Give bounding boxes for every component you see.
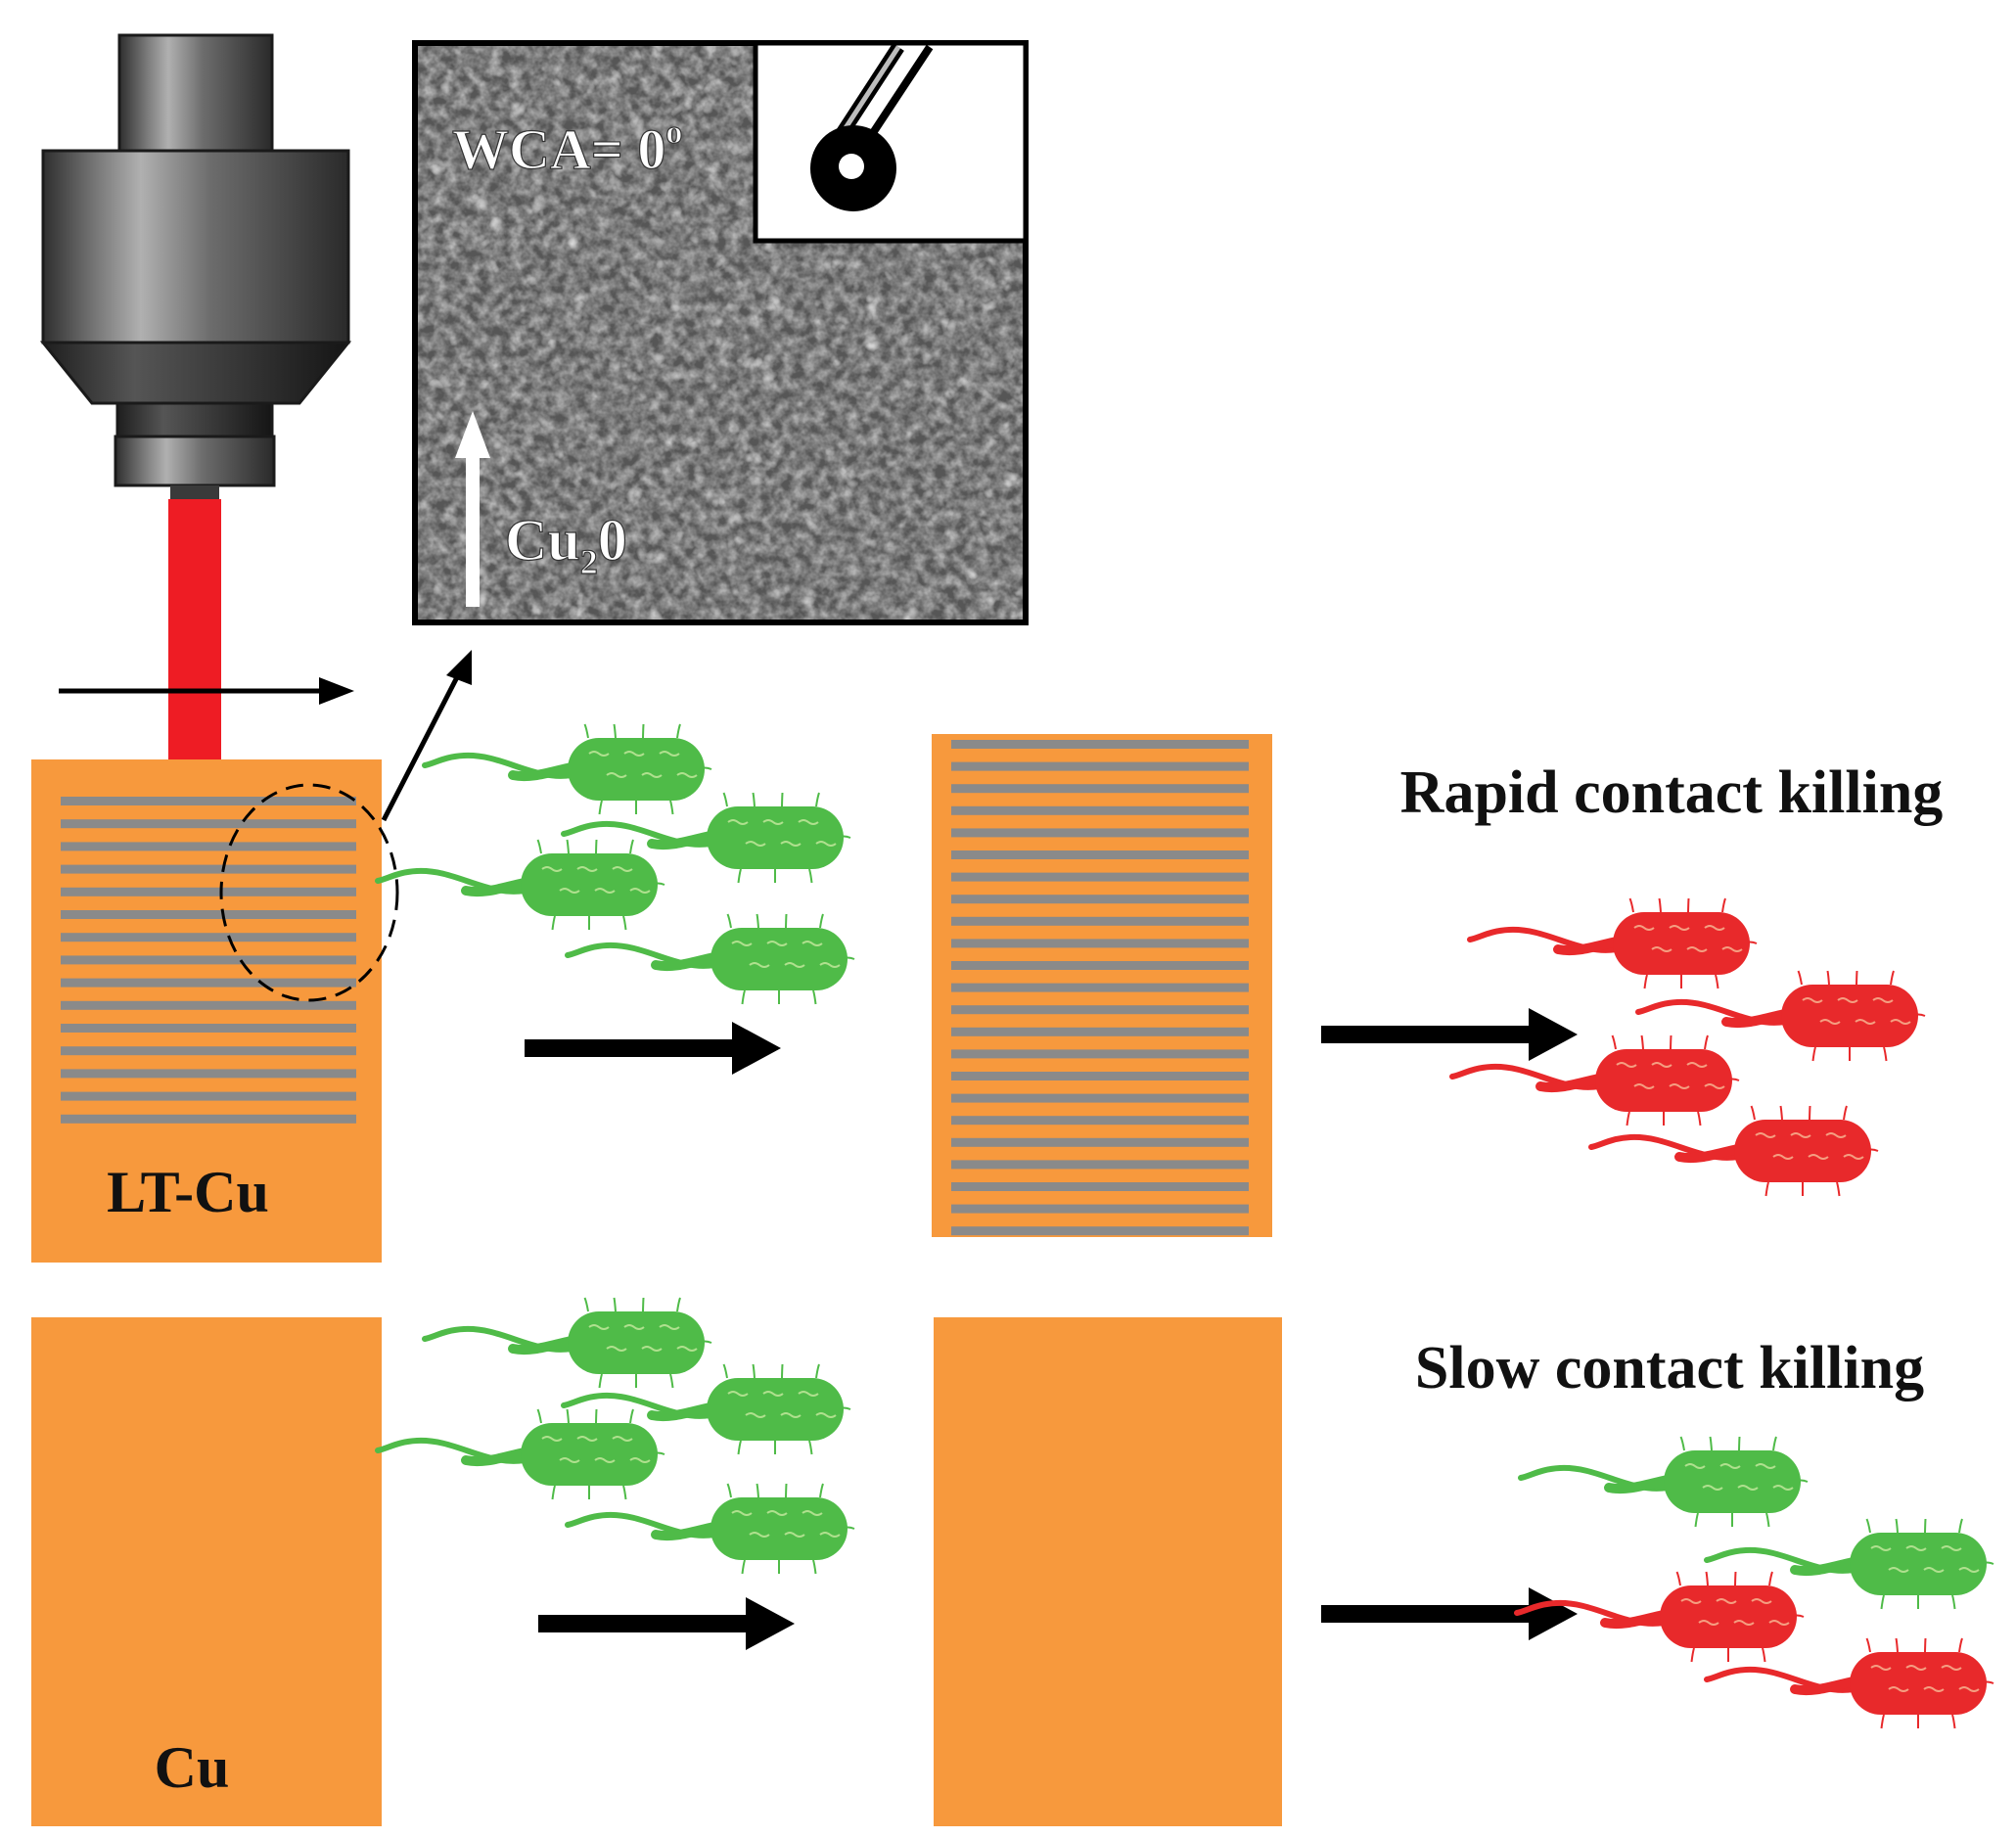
process-arrow-bottom-2 <box>1321 1587 1578 1640</box>
groove-line <box>61 1024 356 1033</box>
cu-label: Cu <box>155 1735 230 1800</box>
groove-line <box>61 933 356 942</box>
groove-line <box>951 916 1249 926</box>
groove-line <box>61 1069 356 1079</box>
groove-line <box>951 983 1249 992</box>
groove-line <box>61 1046 356 1056</box>
wca-degree-symbol: o <box>665 115 682 151</box>
groove-line <box>951 1072 1249 1080</box>
groove-line <box>951 761 1249 771</box>
groove-line <box>61 887 356 896</box>
process-arrow-top-2 <box>1321 1008 1578 1061</box>
live-bacterium <box>565 913 855 1005</box>
groove-line <box>951 740 1249 749</box>
live-bacterium <box>565 1483 855 1575</box>
dead-bacterium <box>1588 1105 1879 1197</box>
groove-line <box>61 978 356 988</box>
groove-line <box>951 1226 1249 1236</box>
dead-bacterium <box>1514 1571 1805 1663</box>
dead-bacterium <box>1449 1034 1740 1126</box>
lt-cu-label: LT-Cu <box>107 1160 269 1224</box>
laser-head <box>39 33 352 499</box>
groove-line <box>951 895 1249 904</box>
live-bacterium <box>561 792 851 884</box>
cu-plate-after <box>934 1317 1282 1826</box>
groove-line <box>951 1116 1249 1126</box>
process-arrow-top-1 <box>525 1022 781 1075</box>
live-bacterium <box>375 1408 665 1500</box>
groove-line <box>61 955 356 965</box>
live-bacterium <box>1518 1436 1809 1528</box>
lt-cu-grooves <box>61 797 356 1124</box>
oxide-growth-arrow <box>455 411 490 607</box>
dead-bacterium <box>1467 897 1758 989</box>
dead-bacteria-group-top <box>1449 897 1926 1197</box>
groove-line <box>61 819 356 829</box>
groove-line <box>951 872 1249 882</box>
live-bacterium <box>561 1363 851 1455</box>
live-bacteria-group-bottom <box>375 1297 855 1575</box>
groove-line <box>61 1091 356 1101</box>
process-arrow-bottom-1 <box>538 1597 795 1650</box>
groove-line <box>61 1114 356 1124</box>
live-bacterium <box>422 1297 712 1389</box>
groove-line <box>61 797 356 805</box>
laser-beam <box>168 499 221 804</box>
groove-line <box>951 850 1249 859</box>
slow-killing-label: Slow contact killing <box>1415 1335 1924 1401</box>
droplet-contact-image <box>753 40 1029 244</box>
groove-line <box>61 864 356 874</box>
oxide-label: Cu20 <box>505 508 627 581</box>
groove-line <box>951 1160 1249 1170</box>
groove-line <box>951 961 1249 970</box>
wca-label: WCA= 0o <box>452 115 682 181</box>
live-bacteria-group-top <box>375 723 855 1005</box>
groove-line <box>61 1000 356 1010</box>
cu-plate <box>31 1317 382 1826</box>
live-bacterium <box>1704 1518 1994 1610</box>
groove-line <box>61 910 356 919</box>
lt-cu-plate-after <box>932 734 1272 1237</box>
dead-bacterium <box>1635 970 1926 1062</box>
groove-line <box>951 1049 1249 1059</box>
groove-line <box>951 1027 1249 1036</box>
inset-pointer-arrow <box>381 650 472 822</box>
groove-line <box>951 1093 1249 1103</box>
scan-direction-arrow <box>59 677 354 705</box>
magnified-region-ellipse <box>219 783 399 1002</box>
groove-line <box>951 939 1249 948</box>
lt-cu-after-grooves <box>951 740 1249 1236</box>
groove-line <box>951 784 1249 794</box>
dead-bacterium <box>1704 1637 1994 1729</box>
groove-line <box>951 1204 1249 1214</box>
oxide-label-tail: 0 <box>598 508 627 573</box>
mixed-bacteria-group-bottom <box>1514 1436 1994 1729</box>
oxide-label-subscript: 2 <box>580 542 598 581</box>
lt-cu-plate <box>31 759 382 1263</box>
live-bacterium <box>422 723 712 815</box>
wca-label-main: WCA= 0 <box>452 117 665 181</box>
groove-line <box>951 805 1249 815</box>
live-bacterium <box>375 839 665 931</box>
groove-line <box>61 842 356 851</box>
rapid-killing-label: Rapid contact killing <box>1400 759 1944 826</box>
groove-line <box>951 1137 1249 1147</box>
groove-line <box>951 1005 1249 1015</box>
groove-line <box>951 828 1249 838</box>
groove-line <box>951 1182 1249 1191</box>
oxide-label-main: Cu <box>505 508 580 573</box>
